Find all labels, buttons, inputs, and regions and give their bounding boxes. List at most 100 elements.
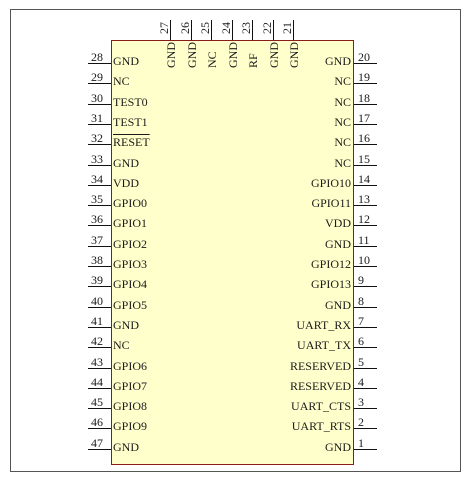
top-pin-label: GND <box>164 42 178 68</box>
right-pin-line <box>354 104 377 105</box>
right-pin-label: NC <box>334 135 351 149</box>
right-pin-number: 17 <box>358 111 370 125</box>
left-pin-label: GPIO7 <box>113 379 148 393</box>
left-pin-number: 31 <box>91 111 103 125</box>
top-pin-label: GND <box>287 42 301 68</box>
right-pin-label: GPIO10 <box>310 176 351 190</box>
left-pin-number: 47 <box>91 436 103 450</box>
left-pin-line <box>88 286 111 287</box>
right-pin-number: 7 <box>358 314 364 328</box>
top-pin-number: 22 <box>260 22 274 34</box>
left-pin-line <box>88 185 111 186</box>
right-pin-number: 4 <box>358 375 364 389</box>
right-pin-line <box>354 368 377 369</box>
right-pin-label: GND <box>325 237 351 251</box>
right-pin-label: RESERVED <box>289 379 351 393</box>
left-pin-label: NC <box>113 74 130 88</box>
left-pin-line <box>88 246 111 247</box>
right-pin-number: 11 <box>358 233 370 247</box>
left-pin-number: 28 <box>91 50 103 64</box>
right-pin-line <box>354 266 377 267</box>
right-pin-line <box>354 124 377 125</box>
left-pin-label: TEST0 <box>113 95 148 109</box>
left-pin-label: GPIO2 <box>113 237 148 251</box>
top-pin-line <box>252 20 253 40</box>
top-pin-line <box>191 20 192 40</box>
left-pin-line <box>88 165 111 166</box>
top-pin-label: GND <box>226 42 240 68</box>
left-pin-number: 29 <box>91 70 103 84</box>
right-pin-line <box>354 144 377 145</box>
right-pin-line <box>354 307 377 308</box>
ic-package-body <box>111 40 354 465</box>
right-pin-number: 3 <box>358 395 364 409</box>
right-pin-label: UART_RX <box>296 318 351 332</box>
left-pin-line <box>88 205 111 206</box>
left-pin-line <box>88 144 111 145</box>
right-pin-number: 1 <box>358 436 364 450</box>
left-pin-number: 30 <box>91 91 103 105</box>
right-pin-label: RESERVED <box>289 359 351 373</box>
right-pin-line <box>354 449 377 450</box>
left-pin-number: 40 <box>91 294 103 308</box>
left-pin-number: 42 <box>91 334 103 348</box>
top-pin-label: RF <box>246 53 260 68</box>
right-pin-number: 14 <box>358 172 370 186</box>
left-pin-number: 46 <box>91 415 103 429</box>
right-pin-line <box>354 185 377 186</box>
left-pin-label: TEST1 <box>113 115 148 129</box>
right-pin-number: 12 <box>358 212 370 226</box>
right-pin-number: 20 <box>358 50 370 64</box>
left-pin-label: GPIO0 <box>113 196 148 210</box>
right-pin-number: 2 <box>358 415 364 429</box>
left-pin-label: GND <box>113 440 139 454</box>
left-pin-line <box>88 104 111 105</box>
right-pin-label: NC <box>334 115 351 129</box>
right-pin-label: GPIO11 <box>311 196 351 210</box>
left-pin-number: 36 <box>91 212 103 226</box>
left-pin-number: 38 <box>91 253 103 267</box>
left-pin-line <box>88 408 111 409</box>
left-pin-number: 39 <box>91 273 103 287</box>
left-pin-label: GPIO5 <box>113 298 148 312</box>
left-pin-line <box>88 347 111 348</box>
right-pin-number: 9 <box>358 273 364 287</box>
top-pin-line <box>232 20 233 40</box>
right-pin-number: 5 <box>358 355 364 369</box>
left-pin-label: GPIO6 <box>113 359 148 373</box>
right-pin-line <box>354 347 377 348</box>
left-pin-label: RESET <box>113 135 150 149</box>
right-pin-number: 18 <box>358 91 370 105</box>
left-pin-label: GPIO3 <box>113 257 148 271</box>
right-pin-line <box>354 327 377 328</box>
left-pin-line <box>88 266 111 267</box>
right-pin-number: 8 <box>358 294 364 308</box>
right-pin-label: GND <box>325 440 351 454</box>
left-pin-label: VDD <box>113 176 139 190</box>
left-pin-line <box>88 124 111 125</box>
left-pin-line <box>88 368 111 369</box>
top-pin-number: 25 <box>198 22 212 34</box>
right-pin-label: UART_CTS <box>291 399 351 413</box>
left-pin-number: 41 <box>91 314 103 328</box>
right-pin-label: GND <box>325 54 351 68</box>
right-pin-label: VDD <box>325 216 351 230</box>
right-pin-label: GPIO13 <box>310 277 351 291</box>
left-pin-line <box>88 83 111 84</box>
right-pin-label: GND <box>325 298 351 312</box>
left-pin-line <box>88 63 111 64</box>
right-pin-line <box>354 388 377 389</box>
left-pin-number: 43 <box>91 355 103 369</box>
right-pin-line <box>354 63 377 64</box>
right-pin-line <box>354 205 377 206</box>
left-pin-label: GND <box>113 156 139 170</box>
right-pin-line <box>354 83 377 84</box>
left-pin-line <box>88 428 111 429</box>
right-pin-number: 10 <box>358 253 370 267</box>
left-pin-line <box>88 327 111 328</box>
right-pin-label: UART_RTS <box>291 419 351 433</box>
left-pin-line <box>88 388 111 389</box>
top-pin-line <box>273 20 274 40</box>
top-pin-number: 24 <box>219 22 233 34</box>
right-pin-line <box>354 428 377 429</box>
